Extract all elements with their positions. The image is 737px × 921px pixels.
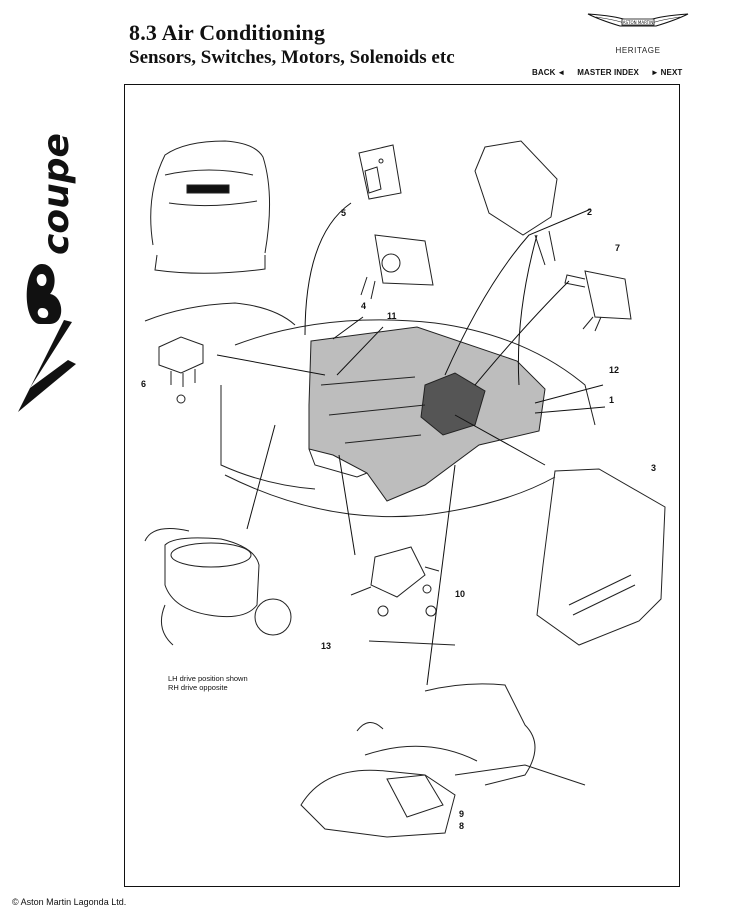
svg-text:coupe: coupe	[36, 133, 77, 255]
callout-6: 6	[141, 379, 147, 389]
part-2-cover	[474, 140, 558, 266]
part-4-motor	[360, 234, 434, 300]
back-label: BACK	[532, 68, 556, 77]
leader-lines	[216, 202, 606, 686]
v8-coupe-logo: coupe	[18, 133, 77, 412]
callout-7: 7	[615, 243, 621, 253]
note-line-2: RH drive opposite	[168, 683, 228, 692]
back-link[interactable]: BACK ◄	[532, 68, 566, 77]
callout-11: 11	[387, 311, 397, 321]
title-block: 8.3 Air Conditioning Sensors, Switches, …	[129, 20, 455, 70]
page-title: 8.3 Air Conditioning	[129, 20, 326, 45]
part-13-blower-motor	[144, 528, 292, 646]
aston-martin-brand: ASTON MARTIN HERITAGE	[582, 10, 694, 55]
dashboard-outline	[234, 319, 596, 426]
diagram-frame: 5 2 7 4 11 6 12 1 3 10 13 9 8 LH drive p…	[124, 84, 680, 887]
svg-text:ASTON MARTIN: ASTON MARTIN	[623, 20, 653, 25]
drive-position-note: LH drive position shown RH drive opposit…	[168, 674, 248, 692]
callout-1: 1	[609, 395, 615, 405]
part-5-switch	[358, 144, 402, 200]
part-6-relay	[158, 336, 204, 404]
note-line-1: LH drive position shown	[168, 674, 248, 683]
callout-12: 12	[609, 365, 620, 375]
callout-5: 5	[341, 208, 347, 218]
callout-10: 10	[455, 589, 466, 599]
next-link[interactable]: ► NEXT	[650, 68, 683, 77]
callout-8: 8	[459, 821, 465, 831]
navigation: BACK ◄ MASTER INDEX ► NEXT	[532, 68, 682, 77]
callout-4: 4	[361, 301, 367, 311]
part-8-9-valve-block	[300, 683, 586, 838]
heritage-label: HERITAGE	[615, 46, 661, 55]
heater-assembly	[308, 326, 546, 502]
callout-13: 13	[321, 641, 332, 651]
callout-9: 9	[459, 809, 465, 819]
part-3-control-panel	[536, 468, 666, 646]
next-label: NEXT	[660, 68, 683, 77]
exploded-diagram	[144, 140, 666, 838]
callout-2: 2	[587, 207, 593, 217]
page-subtitle: Sensors, Switches, Motors, Solenoids etc	[129, 47, 455, 68]
part-10-solenoid	[350, 546, 456, 646]
master-index-link[interactable]: MASTER INDEX	[577, 68, 639, 77]
aston-martin-wings-logo: ASTON MARTIN	[587, 13, 689, 27]
callout-3: 3	[651, 463, 657, 473]
copyright: © Aston Martin Lagonda Ltd.	[12, 897, 127, 907]
car-front-illustration	[144, 140, 296, 326]
part-7-sensor	[564, 270, 632, 332]
